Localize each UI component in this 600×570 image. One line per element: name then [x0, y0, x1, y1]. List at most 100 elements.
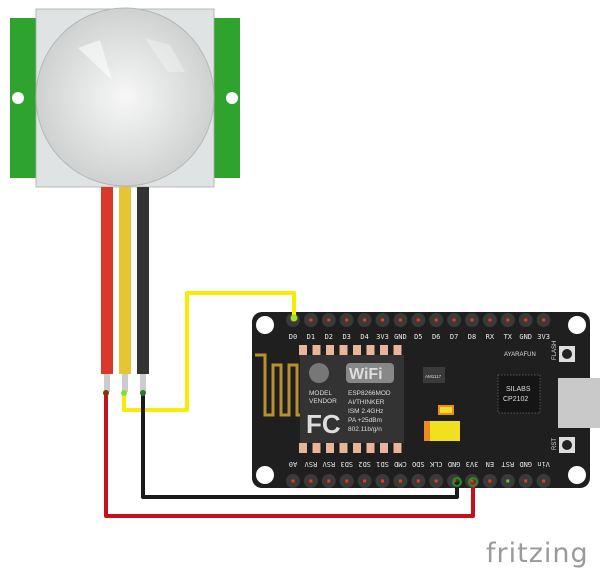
pin-hole [291, 479, 295, 483]
pin-label: 3V3 [376, 333, 389, 341]
antenna [255, 353, 303, 417]
castellation-pad [312, 443, 321, 453]
pin-label: SD1 [376, 460, 389, 468]
pin-label: D2 [325, 333, 333, 341]
pir-sensor[interactable] [10, 7, 240, 392]
pin-label: TX [504, 333, 513, 341]
pin-label: RX [486, 333, 495, 341]
espressif-logo-icon [309, 363, 329, 383]
pin-hole [309, 318, 313, 322]
pin-hole [434, 318, 438, 322]
pin-hole [345, 318, 349, 322]
pir-lead-out [119, 187, 131, 374]
castellation-pad [380, 345, 388, 355]
castellation-pad [299, 345, 307, 355]
castellation-pad [393, 345, 402, 355]
fresnel-lens [35, 7, 215, 187]
wire-power[interactable] [104, 393, 475, 518]
lens-highlight [145, 38, 185, 72]
pin-label: D1 [307, 333, 315, 341]
wire-signal[interactable] [122, 291, 296, 412]
pin-label: D0 [289, 333, 297, 341]
pin-hole [416, 318, 420, 322]
pin-hole [327, 318, 331, 322]
vendor-label: VENDOR [309, 398, 337, 405]
castellation-pad [366, 443, 375, 453]
pin-hole [488, 318, 492, 322]
pin-label: RSV [322, 460, 335, 468]
pin-hole [524, 318, 528, 322]
pin-label: CLK [429, 460, 442, 468]
pin-label: D6 [432, 333, 440, 341]
pin-label: GND [448, 460, 461, 468]
pin-label: SD2 [358, 460, 371, 468]
pin-label: GND [519, 333, 532, 341]
fritzing-logo: fritzing [486, 538, 589, 569]
pin-label: 3V3 [537, 333, 550, 341]
pin-label: 3V3 [466, 460, 479, 468]
pin-hole [381, 318, 384, 322]
pin-label: GND [394, 333, 407, 341]
pin-hole [542, 318, 546, 322]
model-label: MODEL [309, 390, 333, 397]
castellation-pad [299, 443, 307, 453]
module-line: 802.11b/g/n [348, 426, 382, 433]
usb-chip-label: CP2102 [503, 396, 528, 403]
lens-highlight [78, 40, 112, 80]
castellation-pad [326, 345, 334, 355]
pir-lead-gnd [137, 187, 149, 374]
pin-hole [524, 479, 528, 483]
mount-hole [12, 92, 24, 104]
pin-label: A0 [289, 460, 297, 468]
castellation-pad [339, 345, 348, 355]
pin-hole [416, 479, 420, 483]
capacitor [424, 421, 460, 441]
castellation-pad [353, 443, 361, 453]
castellation-pad [393, 443, 402, 453]
pin-label: SDO [412, 460, 425, 468]
pin-label: Vin [537, 460, 550, 468]
pin-label: SD3 [340, 460, 353, 468]
pin-hole [327, 479, 331, 483]
castellation-pad [366, 345, 375, 355]
pin-label: D4 [360, 333, 368, 341]
usb-chip [497, 374, 541, 414]
pin-hole [398, 318, 402, 322]
flash-label: FLASH [552, 341, 558, 360]
wifi-logo [346, 363, 394, 383]
pin-hole [363, 318, 367, 322]
regulator-label: AM1117 [425, 374, 442, 379]
pin-label: RSV [304, 460, 317, 468]
pin-label: D8 [468, 333, 476, 341]
wifi-label: WiFi [349, 366, 383, 383]
pin-label: GND [519, 460, 532, 468]
pin-hole [452, 318, 456, 322]
fcc-logo: FC [306, 409, 341, 439]
pin-label: EN [486, 460, 494, 468]
pin-label: RST [501, 460, 514, 468]
pin-hole [542, 479, 546, 483]
usb-port[interactable] [558, 378, 600, 428]
pin-hole [398, 479, 402, 483]
pin-label: CMD [394, 460, 407, 468]
castellation-pad [339, 443, 348, 453]
pin-hole [381, 479, 384, 483]
rst-label: RST [552, 438, 558, 450]
pin-hole [345, 479, 349, 483]
brand-label: AYARAFUN [504, 352, 536, 358]
voltage-regulator [423, 367, 445, 383]
pin-hole [309, 479, 313, 483]
pin-hole [470, 318, 474, 322]
pin-hole [506, 318, 510, 322]
pin-hole [488, 479, 492, 483]
castellation-pad [326, 443, 334, 453]
pir-lead-vcc [101, 187, 113, 374]
pin-hole [363, 479, 367, 483]
module-line: AI/THINKER [348, 399, 385, 406]
usb-chip-label: SILABS [506, 386, 531, 393]
castellation-pad [312, 345, 321, 355]
pin-label: D7 [450, 333, 458, 341]
wire-ground[interactable] [141, 393, 459, 499]
